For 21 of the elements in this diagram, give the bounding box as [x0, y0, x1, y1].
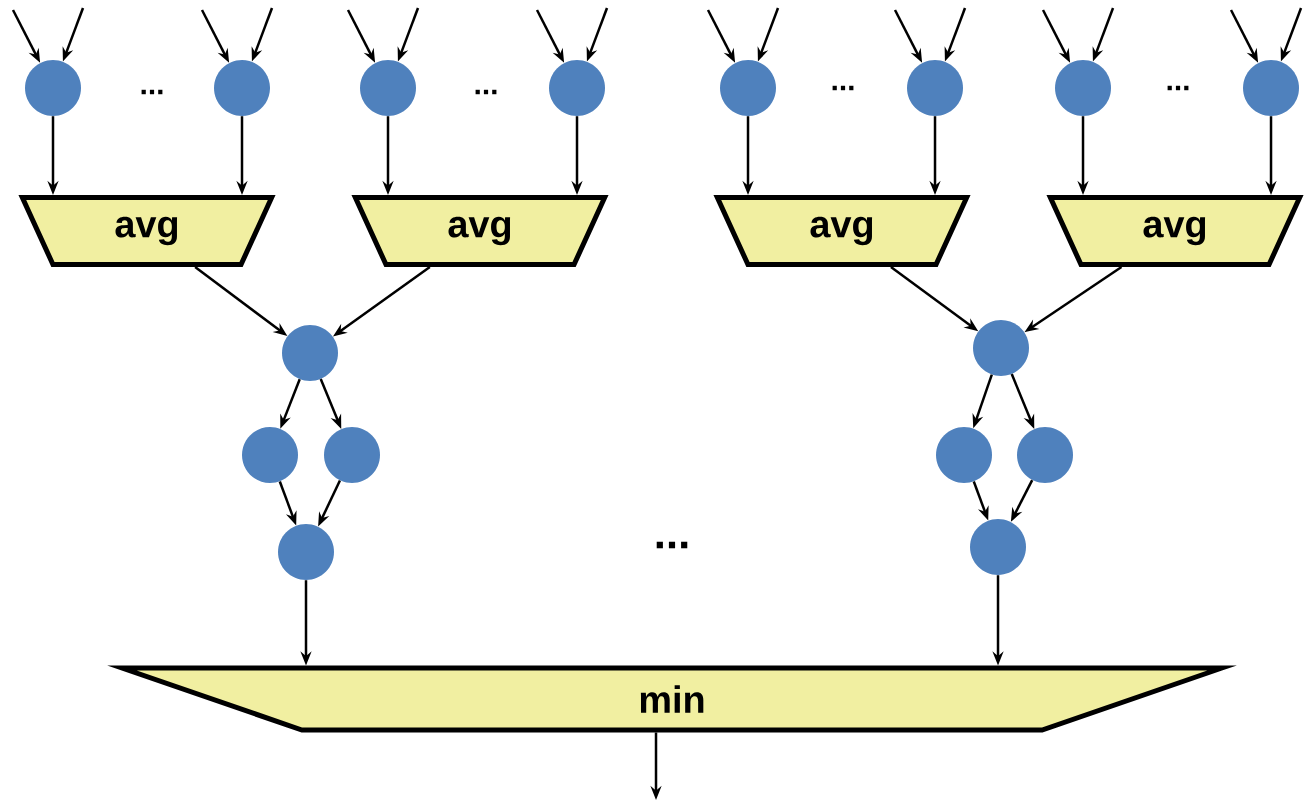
- ellipsis: ...: [832, 85, 854, 91]
- circle-node: [1243, 60, 1299, 116]
- circle-node: [720, 60, 776, 116]
- circle-node: [1055, 60, 1111, 116]
- circle-node: [214, 60, 270, 116]
- circle-node: [549, 60, 605, 116]
- ellipsis: ...: [141, 89, 163, 95]
- circle-node: [1017, 427, 1073, 483]
- ellipsis: ...: [475, 89, 497, 95]
- circle-node: [278, 524, 334, 580]
- circle-node: [973, 320, 1029, 376]
- circle-node: [282, 325, 338, 381]
- ellipsis: ...: [1167, 85, 1189, 91]
- circle-node: [25, 60, 81, 116]
- circle-node: [360, 60, 416, 116]
- circle-node: [936, 427, 992, 483]
- circle-node: [970, 519, 1026, 575]
- ellipsis: ...: [656, 541, 688, 549]
- circle-node: [907, 60, 963, 116]
- circle-node: [324, 427, 380, 483]
- circle-node: [242, 427, 298, 483]
